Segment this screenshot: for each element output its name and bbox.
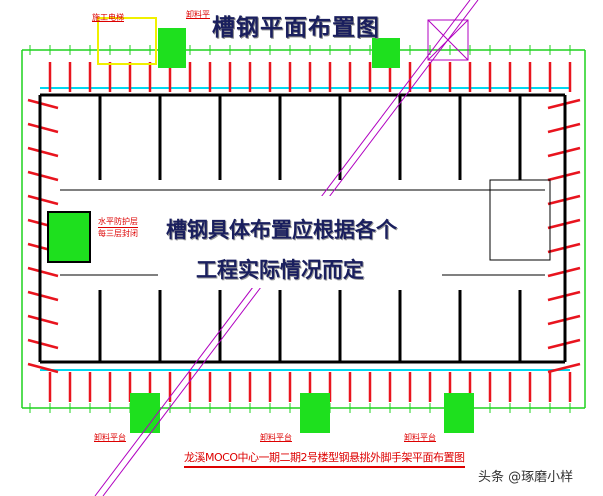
- beam: [27, 146, 59, 158]
- label-platform-top: 卸料平: [186, 10, 210, 19]
- beam: [27, 338, 59, 350]
- platform-top-left: [158, 28, 186, 68]
- beam: [27, 170, 59, 182]
- note-line-1: 槽钢具体布置应根据各个: [166, 217, 397, 242]
- construction-elevator: [97, 17, 157, 65]
- label-protection-1: 水平防护层: [98, 217, 138, 228]
- label-protection-2: 每三层封闭: [98, 229, 138, 238]
- drawing-caption: 龙溪MOCO中心一期二期2号楼型钢悬挑外脚手架平面布置图: [184, 449, 465, 468]
- beam: [27, 266, 59, 278]
- platform-bottom-2: [300, 393, 330, 433]
- beam: [27, 122, 59, 134]
- label-elevator: 施工电梯: [92, 13, 124, 22]
- label-platform-bottom-3: 卸料平台: [404, 433, 436, 442]
- beam: [27, 314, 59, 326]
- beam: [27, 194, 59, 206]
- beam: [547, 362, 581, 374]
- note-overlay: 槽钢具体布置应根据各个 工程实际情况而定: [158, 196, 442, 288]
- beam: [27, 290, 59, 302]
- label-platform-bottom-2: 卸料平台: [260, 433, 292, 442]
- watermark: 头条 @琢磨小样: [478, 470, 574, 485]
- platform-top-right: [372, 38, 400, 68]
- beam: [27, 98, 59, 110]
- stairwell: [489, 179, 551, 261]
- platform-bottom-3: [444, 393, 474, 433]
- protection-area: [47, 211, 91, 263]
- platform-bottom-1: [130, 393, 160, 433]
- note-line-2: 工程实际情况而定: [196, 257, 364, 282]
- beam: [27, 362, 59, 374]
- page-title: 槽钢平面布置图: [212, 14, 380, 41]
- label-platform-bottom-1: 卸料平台: [94, 433, 126, 442]
